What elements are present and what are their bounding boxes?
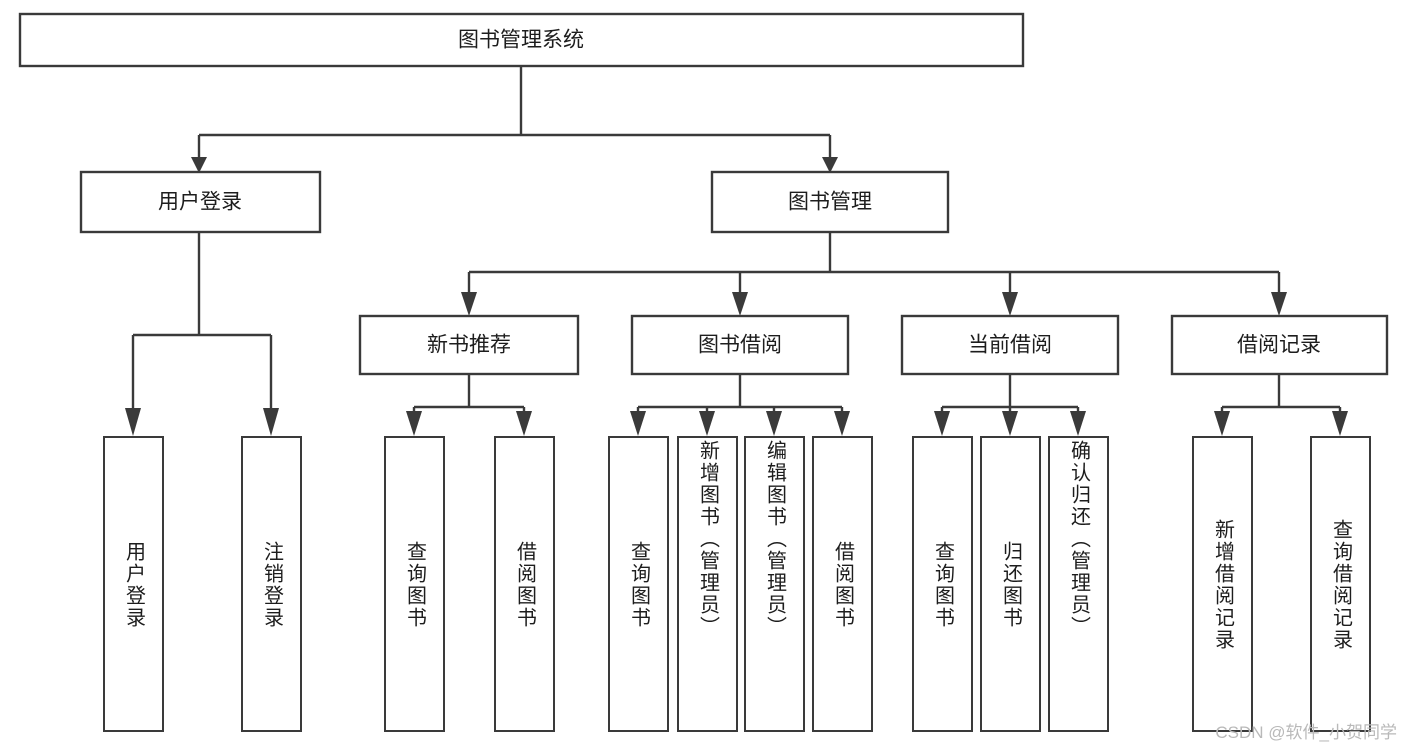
node-new-book-recommend-label: 新书推荐: [427, 334, 511, 357]
arrow-head-user-login: [191, 157, 207, 173]
node-leaf-query-book-3[interactable]: 查询图书: [912, 436, 973, 732]
node-leaf-query-book-1-label: 查询图书: [403, 541, 426, 629]
node-leaf-add-book[interactable]: 新增图书（管理员）: [677, 436, 738, 732]
node-borrow-record-label: 借阅记录: [1237, 334, 1321, 357]
arrow-head-leaf-query-book-3: [934, 411, 950, 436]
node-root-label: 图书管理系统: [458, 29, 584, 52]
node-new-book-recommend-box[interactable]: [358, 314, 580, 376]
node-book-borrow-box[interactable]: [630, 314, 850, 376]
node-user-login[interactable]: 用户登录: [79, 170, 322, 234]
arrow-head-new-book: [461, 292, 477, 316]
node-borrow-record-box[interactable]: [1170, 314, 1389, 376]
node-leaf-query-book-2-label: 查询图书: [627, 541, 650, 629]
arrow-head-leaf-logout: [263, 408, 279, 436]
node-new-book-recommend[interactable]: 新书推荐: [358, 314, 580, 376]
node-leaf-confirm-return[interactable]: 确认归还（管理员）: [1048, 436, 1109, 732]
node-leaf-borrow-book-1-label: 借阅图书: [513, 541, 536, 629]
node-book-manage-label: 图书管理: [788, 191, 872, 214]
node-leaf-query-record[interactable]: 查询借阅记录: [1310, 436, 1371, 732]
node-leaf-edit-book-label: 编辑图书（管理员）: [763, 440, 786, 638]
node-book-borrow[interactable]: 图书借阅: [630, 314, 850, 376]
node-book-borrow-label: 图书借阅: [698, 334, 782, 357]
node-leaf-query-book-3-label: 查询图书: [931, 541, 954, 629]
arrow-head-current-borrow: [1002, 292, 1018, 316]
node-user-login-box[interactable]: [79, 170, 322, 234]
node-root-box[interactable]: [18, 12, 1025, 68]
arrow-head-leaf-return-book: [1002, 411, 1018, 436]
node-leaf-borrow-book-1[interactable]: 借阅图书: [494, 436, 555, 732]
arrow-head-leaf-confirm-return: [1070, 411, 1086, 436]
node-leaf-query-record-label: 查询借阅记录: [1329, 519, 1352, 651]
node-leaf-edit-book[interactable]: 编辑图书（管理员）: [744, 436, 805, 732]
node-current-borrow[interactable]: 当前借阅: [900, 314, 1120, 376]
arrow-head-borrow-record: [1271, 292, 1287, 316]
node-current-borrow-label: 当前借阅: [968, 334, 1052, 357]
node-leaf-borrow-book-2-label: 借阅图书: [831, 541, 854, 629]
node-leaf-query-book-2[interactable]: 查询图书: [608, 436, 669, 732]
connector-layer: [125, 66, 1348, 436]
arrow-head-leaf-edit-book: [766, 411, 782, 436]
node-leaf-query-book-1[interactable]: 查询图书: [384, 436, 445, 732]
node-current-borrow-box[interactable]: [900, 314, 1120, 376]
node-book-manage[interactable]: 图书管理: [710, 170, 950, 234]
node-book-manage-box[interactable]: [710, 170, 950, 234]
arrow-head-book-manage: [822, 157, 838, 173]
node-leaf-confirm-return-label: 确认归还（管理员）: [1067, 440, 1090, 638]
arrow-head-book-borrow: [732, 292, 748, 316]
node-user-login-label: 用户登录: [158, 191, 242, 214]
node-leaf-add-record[interactable]: 新增借阅记录: [1192, 436, 1253, 732]
node-leaf-return-book-label: 归还图书: [999, 541, 1022, 629]
arrow-head-leaf-query-book-2: [630, 411, 646, 436]
arrow-head-leaf-borrow-book-2: [834, 411, 850, 436]
arrow-head-leaf-add-record: [1214, 411, 1230, 436]
node-leaf-user-login[interactable]: 用户登录: [103, 436, 164, 732]
node-leaf-logout-label: 注销登录: [260, 541, 283, 629]
node-leaf-return-book[interactable]: 归还图书: [980, 436, 1041, 732]
arrow-head-leaf-query-book-1: [406, 411, 422, 436]
arrow-head-leaf-borrow-book-1: [516, 411, 532, 436]
node-leaf-add-record-label: 新增借阅记录: [1211, 519, 1234, 651]
node-leaf-logout[interactable]: 注销登录: [241, 436, 302, 732]
node-borrow-record[interactable]: 借阅记录: [1170, 314, 1389, 376]
node-leaf-borrow-book-2[interactable]: 借阅图书: [812, 436, 873, 732]
node-root[interactable]: 图书管理系统: [18, 12, 1025, 68]
node-leaf-user-login-label: 用户登录: [122, 541, 145, 629]
arrow-head-leaf-user-login: [125, 408, 141, 436]
arrow-head-leaf-query-record: [1332, 411, 1348, 436]
node-leaf-add-book-label: 新增图书（管理员）: [696, 440, 719, 638]
arrow-head-leaf-add-book: [699, 411, 715, 436]
